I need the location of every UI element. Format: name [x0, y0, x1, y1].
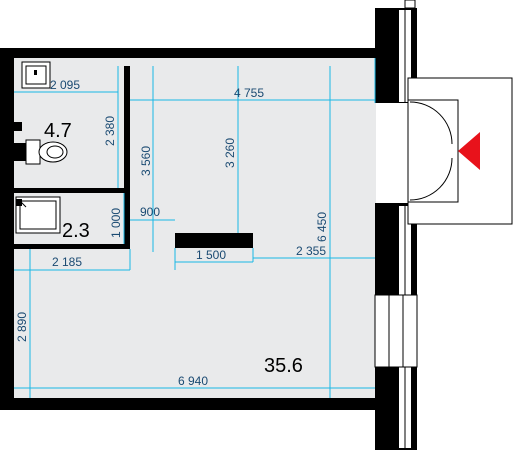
entrance-door	[407, 77, 513, 225]
partition-closet-bottom	[14, 244, 128, 249]
dim-right-span: 2 355	[296, 244, 326, 258]
dim-left-lower-height: 2 890	[15, 312, 29, 342]
partition-vertical	[124, 66, 130, 249]
dim-total-height: 6 450	[315, 212, 329, 242]
dim-corridor-width: 900	[140, 205, 160, 219]
dim-total-width: 6 940	[178, 374, 208, 388]
room-area-bathroom: 4.7	[44, 120, 72, 142]
wall-bottom	[0, 398, 376, 410]
dim-main-top-width: 4 755	[234, 86, 264, 100]
dim-center-height: 3 260	[223, 138, 237, 168]
wall-top	[0, 48, 376, 58]
dim-closet-height: 1 000	[109, 208, 123, 238]
entrance-arrow-icon	[458, 132, 480, 170]
sink-icon	[21, 61, 51, 89]
dim-bath-width: 2 095	[50, 78, 80, 92]
wall-left	[0, 48, 14, 410]
room-area-main: 35.6	[264, 355, 303, 377]
dim-left-lower-width: 2 185	[52, 255, 82, 269]
window-right	[374, 294, 418, 368]
partition-bath-closet	[14, 188, 128, 193]
bathtub-icon	[15, 196, 61, 234]
room-area-closet: 2.3	[62, 220, 90, 242]
structural-beam	[175, 233, 253, 248]
toilet-icon	[14, 122, 68, 165]
dim-partition-height: 3 560	[139, 146, 153, 176]
dim-beam-width: 1 500	[196, 248, 226, 262]
dim-bath-height: 2 380	[103, 116, 117, 146]
dimension-lines	[14, 58, 376, 398]
floor-area	[14, 58, 376, 398]
